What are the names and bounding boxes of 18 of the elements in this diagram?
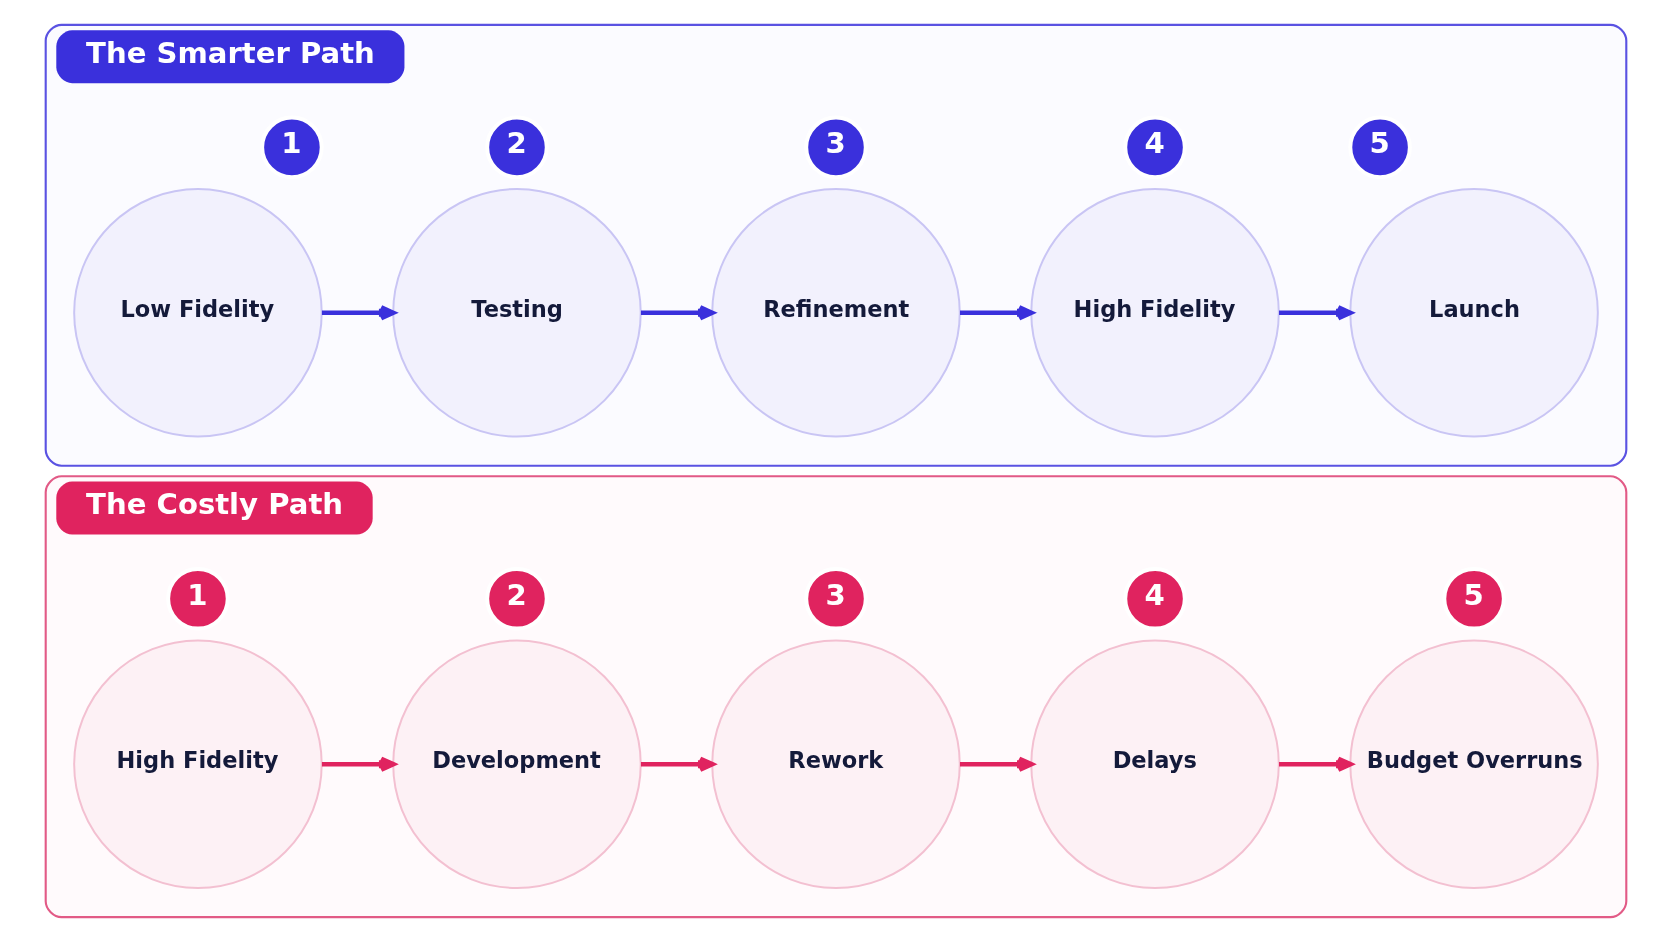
arrow bbox=[1279, 304, 1353, 320]
arrow bbox=[1279, 756, 1353, 772]
arrow bbox=[960, 304, 1034, 320]
arrow bbox=[640, 756, 715, 772]
node-circle: Testing bbox=[392, 187, 642, 438]
node-circle: Development bbox=[392, 638, 642, 889]
node-circle: Rework bbox=[711, 638, 961, 889]
arrow bbox=[321, 304, 396, 320]
arrow bbox=[640, 304, 715, 320]
node-circle: Budget Overruns bbox=[1349, 638, 1599, 889]
node-circle: High Fidelity bbox=[1030, 187, 1280, 438]
arrow bbox=[960, 756, 1034, 772]
node-circle: Low Fidelity bbox=[73, 187, 323, 438]
arrow bbox=[321, 756, 396, 772]
node-circle: Delays bbox=[1030, 638, 1280, 889]
node-circle: Launch bbox=[1349, 187, 1599, 438]
node-circle: Refinement bbox=[711, 187, 961, 438]
node-circle: High Fidelity bbox=[73, 638, 323, 889]
